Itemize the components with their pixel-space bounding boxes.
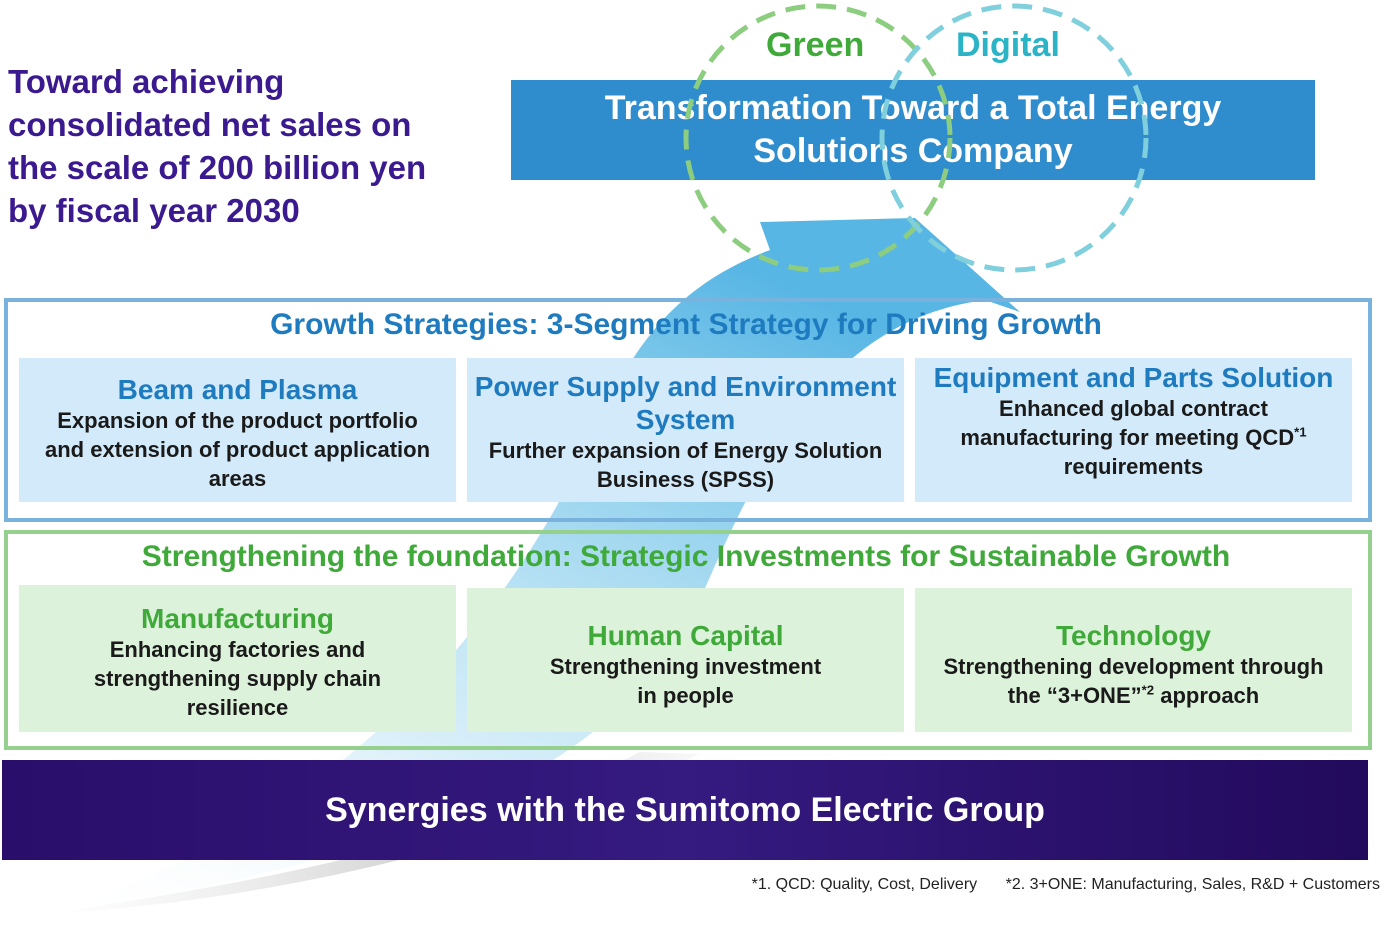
foundation-heading: Technology [1055, 620, 1212, 651]
foundation-title: Strengthening the foundation: Strategic … [141, 540, 1231, 573]
foundation-body-text: approach [1154, 683, 1260, 708]
segment-heading: Equipment and Parts Solution [933, 362, 1334, 393]
footnote-3plusone: *2. 3+ONE: Manufacturing, Sales, R&D + C… [1005, 876, 1380, 893]
segment-body-line: manufacturing for meeting QCD*1 [915, 423, 1352, 452]
synergy-bar: Synergies with the Sumitomo Electric Gro… [2, 760, 1368, 860]
goal-statement: Toward achieving consolidated net sales … [8, 60, 488, 232]
foundation-body-line: resilience [186, 695, 289, 720]
segment-heading-line: System [635, 404, 736, 435]
foundation-box-manufacturing [19, 585, 456, 732]
transformation-banner-text: Transformation Toward a Total Energy Sol… [563, 87, 1263, 173]
segment-heading-line: Power Supply and Environment [474, 371, 897, 402]
foundation-manufacturing: Manufacturing Enhancing factories and st… [19, 602, 456, 722]
segment-body-text: manufacturing for meeting QCD [960, 425, 1295, 450]
foundation-body-line: Strengthening investment [549, 654, 822, 679]
goal-line: consolidated net sales on [8, 106, 412, 143]
foundation-frame [4, 530, 1372, 750]
segment-body-line: Further expansion of Energy Solution [488, 438, 883, 463]
foundation-box-technology [915, 588, 1352, 732]
foundation-heading: Human Capital [587, 620, 784, 651]
goal-line: the scale of 200 billion yen [8, 149, 427, 186]
banner-line: Solutions Company [753, 132, 1073, 170]
segment-heading: Beam and Plasma [117, 374, 358, 405]
transformation-banner: Transformation Toward a Total Energy Sol… [511, 80, 1315, 180]
green-label: Green [766, 26, 865, 64]
footnote-qcd: *1. QCD: Quality, Cost, Delivery [751, 876, 978, 893]
foundation-technology: Technology Strengthening development thr… [915, 619, 1352, 710]
segment-box-beam-plasma [19, 358, 456, 502]
foundation-body-line: strengthening supply chain [93, 666, 382, 691]
synergy-text: Synergies with the Sumitomo Electric Gro… [325, 790, 1045, 829]
growth-strategies-frame [4, 298, 1372, 522]
footnotes: *1. QCD: Quality, Cost, Delivery *2. 3+O… [600, 876, 1380, 894]
growth-strategies-title: Growth Strategies: 3-Segment Strategy fo… [270, 308, 1102, 341]
segment-power-supply: Power Supply and Environment System Furt… [467, 370, 904, 494]
segment-box-equipment-parts [915, 358, 1352, 502]
footnote-mark: *2 [1141, 682, 1155, 698]
segment-equipment-parts: Equipment and Parts Solution Enhanced gl… [915, 361, 1352, 481]
segment-body-line: Business (SPSS) [596, 467, 775, 492]
segment-box-power-supply [467, 358, 904, 502]
footnote-mark: *1 [1294, 424, 1307, 440]
foundation-body-line: Strengthening development through [943, 654, 1324, 679]
banner-line: Transformation Toward a Total Energy [604, 89, 1222, 127]
segment-body-line: Enhanced global contract [999, 396, 1268, 421]
segment-body-line: Expansion of the product portfolio [57, 408, 418, 433]
digital-label: Digital [956, 26, 1060, 64]
goal-line: by fiscal year 2030 [8, 192, 300, 229]
foundation-heading: Manufacturing [141, 603, 334, 634]
goal-line: Toward achieving [8, 63, 285, 100]
foundation-box-human-capital [467, 588, 904, 732]
segment-beam-plasma: Beam and Plasma Expansion of the product… [19, 373, 456, 493]
segment-body-line: and extension of product application [44, 437, 431, 462]
segment-body-line: areas [208, 466, 267, 491]
foundation-body-line: the “3+ONE”*2 approach [915, 681, 1352, 710]
foundation-body-line: Enhancing factories and [109, 637, 366, 662]
segment-body-line: requirements [1063, 454, 1204, 479]
foundation-human-capital: Human Capital Strengthening investment i… [467, 619, 904, 710]
foundation-body-text: the “3+ONE” [1007, 683, 1142, 708]
foundation-body-line: in people [637, 683, 734, 708]
